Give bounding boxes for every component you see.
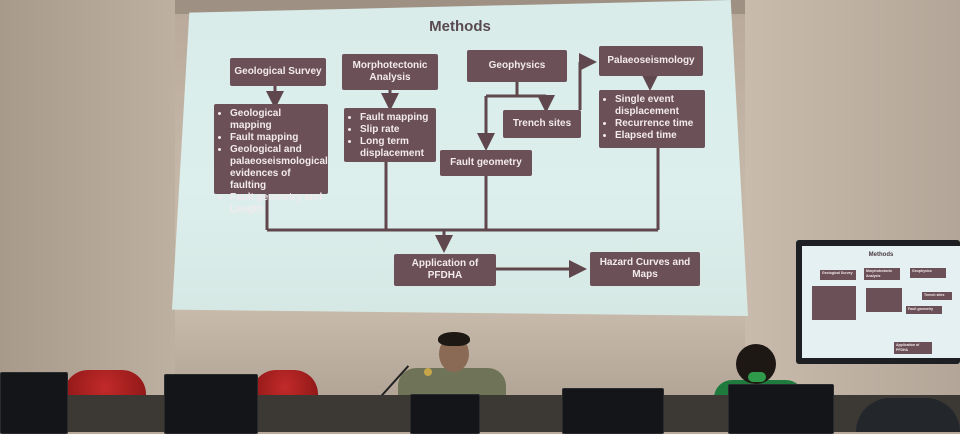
- left-wall: [0, 0, 175, 432]
- geophysics-box: Geophysics: [467, 50, 567, 82]
- right-wall: [745, 0, 960, 432]
- list-item: Long term displacement: [360, 136, 432, 160]
- list-item: Elapsed time: [615, 130, 701, 142]
- slide-title: Methods: [429, 18, 491, 35]
- list-item: Geological and palaeoseismological evide…: [230, 144, 328, 192]
- mini-morpho-box: Morphotectonic Analysis: [864, 268, 900, 280]
- projected-slide: Methods: [172, 0, 748, 316]
- morphotectonic-box: Morphotectonic Analysis: [342, 54, 438, 90]
- list-item: Geological mapping: [230, 108, 324, 132]
- list-item: Fault geometry and Length: [230, 192, 324, 216]
- geological-items-list: Geological mapping Fault mapping Geologi…: [214, 104, 328, 220]
- list-item: Recurrence time: [615, 118, 701, 130]
- geological-items-box: Geological mapping Fault mapping Geologi…: [214, 104, 328, 215]
- geological-survey-box: Geological Survey: [230, 58, 326, 86]
- mini-geological-box: Geological Survey: [820, 270, 856, 280]
- desk-monitor: [164, 374, 258, 434]
- mini-geological-items: [812, 286, 856, 320]
- palaeoseismology-box: Palaeoseismology: [599, 46, 703, 76]
- morpho-items-list: Fault mapping Slip rate Long term displa…: [344, 108, 436, 164]
- palaeo-items-list: Single event displacement Recurrence tim…: [599, 90, 705, 146]
- morpho-items-box: Fault mapping Slip rate Long term displa…: [344, 108, 436, 162]
- trench-sites-box: Trench sites: [503, 110, 581, 138]
- application-pfdha-box: Application of PFDHA: [394, 254, 496, 286]
- desk-monitor: [728, 384, 834, 434]
- desk-monitor: [562, 388, 664, 434]
- presenter-hair: [438, 332, 470, 346]
- monitor-slide-title: Methods: [868, 252, 894, 258]
- microphone-head: [424, 368, 432, 376]
- mini-morpho-items: [866, 288, 902, 312]
- mini-geophysics-box: Geophysics: [910, 268, 946, 278]
- flow-connectors: [265, 53, 660, 278]
- face-mask: [748, 372, 766, 382]
- list-item: Slip rate: [360, 124, 432, 136]
- hazard-curves-box: Hazard Curves and Maps: [590, 252, 700, 286]
- mini-fault-geometry-box: Fault geometry: [906, 306, 942, 314]
- laptop: [410, 394, 480, 434]
- side-monitor: Methods Geological Survey Morphotectonic…: [796, 240, 960, 364]
- fault-geometry-box: Fault geometry: [440, 150, 532, 176]
- list-item: Single event displacement: [615, 94, 701, 118]
- monitor-screen: Methods Geological Survey Morphotectonic…: [802, 246, 960, 358]
- foreground-head: [856, 398, 960, 432]
- desk-monitor: [0, 372, 68, 434]
- list-item: Fault mapping: [230, 132, 324, 144]
- list-item: Fault mapping: [360, 112, 432, 124]
- palaeo-items-box: Single event displacement Recurrence tim…: [599, 90, 705, 148]
- mini-application-box: Application of PFDHA: [894, 342, 932, 354]
- mini-trench-box: Trench sites: [922, 292, 952, 300]
